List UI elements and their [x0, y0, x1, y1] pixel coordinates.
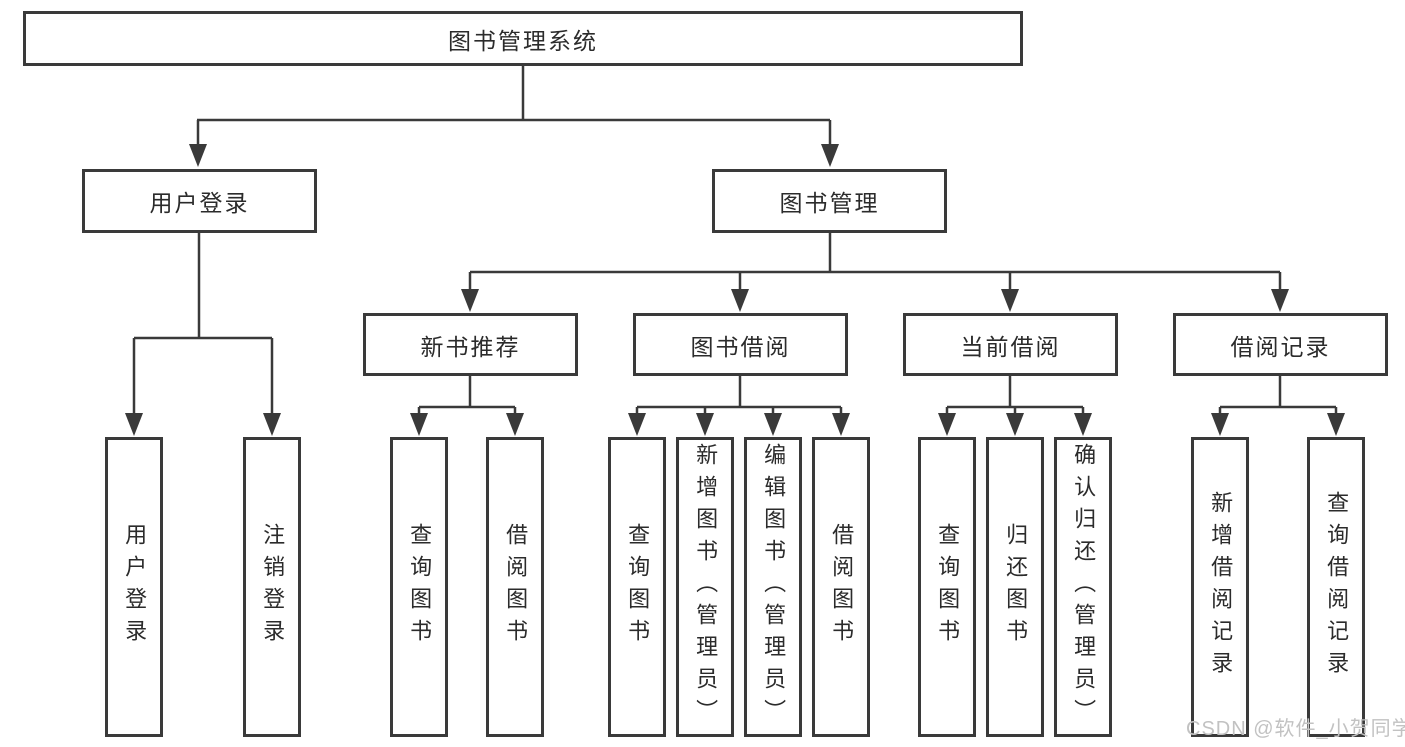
connector-root-to-level2	[189, 66, 839, 167]
leaf-return-books: 归还图书	[986, 437, 1044, 737]
node-label: 注销登录	[260, 523, 286, 651]
arrowheads	[189, 144, 839, 167]
connector-current-borrow-to-leaves	[938, 376, 1092, 436]
arrowheads	[628, 413, 850, 436]
node-label: 用户登录	[122, 523, 148, 651]
node-book-management: 图书管理	[712, 169, 947, 233]
node-label: 借阅记录	[1230, 333, 1331, 360]
node-label: 确认归还（管理员）	[1071, 443, 1097, 731]
node-book-borrowing: 图书借阅	[633, 313, 848, 376]
leaf-query-books-recommend: 查询图书	[390, 437, 448, 737]
node-label: 编辑图书（管理员）	[761, 443, 787, 731]
node-label: 借阅图书	[829, 523, 855, 651]
node-label: 查询图书	[407, 523, 433, 651]
node-label: 用户登录	[149, 190, 250, 216]
node-new-book-recommend: 新书推荐	[363, 313, 578, 376]
arrowheads	[125, 413, 281, 436]
node-label: 图书借阅	[690, 333, 791, 360]
leaf-query-borrow-record: 查询借阅记录	[1307, 437, 1365, 737]
leaf-borrow-books: 借阅图书	[812, 437, 870, 737]
node-label: 新增借阅记录	[1208, 491, 1234, 683]
connector-book-management-to-level3	[461, 233, 1289, 312]
node-label: 归还图书	[1003, 523, 1029, 651]
node-user-login: 用户登录	[82, 169, 317, 233]
node-label: 查询图书	[625, 523, 651, 651]
node-label: 查询借阅记录	[1324, 491, 1350, 683]
leaf-query-books-current: 查询图书	[918, 437, 976, 737]
leaf-borrow-books-recommend: 借阅图书	[486, 437, 544, 737]
arrowheads	[1211, 413, 1345, 436]
leaf-user-login: 用户登录	[105, 437, 163, 737]
csdn-watermark: CSDN @软件_小贺同学	[1186, 718, 1405, 740]
arrowheads	[410, 413, 524, 436]
connector-borrow-records-to-leaves	[1211, 376, 1345, 436]
node-library-management-system: 图书管理系统	[23, 11, 1023, 66]
node-label: 图书管理系统	[448, 27, 598, 54]
leaf-add-borrow-record: 新增借阅记录	[1191, 437, 1249, 737]
node-borrowing-records: 借阅记录	[1173, 313, 1388, 376]
leaf-confirm-return-admin: 确认归还（管理员）	[1054, 437, 1112, 737]
node-label: 新书推荐	[420, 333, 521, 360]
leaf-add-books-admin: 新增图书（管理员）	[676, 437, 734, 737]
leaf-logout: 注销登录	[243, 437, 301, 737]
connector-book-borrow-to-leaves	[628, 376, 850, 436]
connector-new-book-to-leaves	[410, 376, 524, 436]
leaf-query-books-borrow: 查询图书	[608, 437, 666, 737]
arrowheads	[938, 413, 1092, 436]
node-label: 查询图书	[935, 523, 961, 651]
node-label: 新增图书（管理员）	[693, 443, 719, 731]
node-label: 图书管理	[779, 190, 880, 216]
node-label: 当前借阅	[960, 333, 1061, 360]
node-label: 借阅图书	[503, 523, 529, 651]
arrowheads	[461, 289, 1289, 312]
node-current-borrowing: 当前借阅	[903, 313, 1118, 376]
leaf-edit-books-admin: 编辑图书（管理员）	[744, 437, 802, 737]
connector-user-login-to-leaves	[125, 233, 281, 436]
